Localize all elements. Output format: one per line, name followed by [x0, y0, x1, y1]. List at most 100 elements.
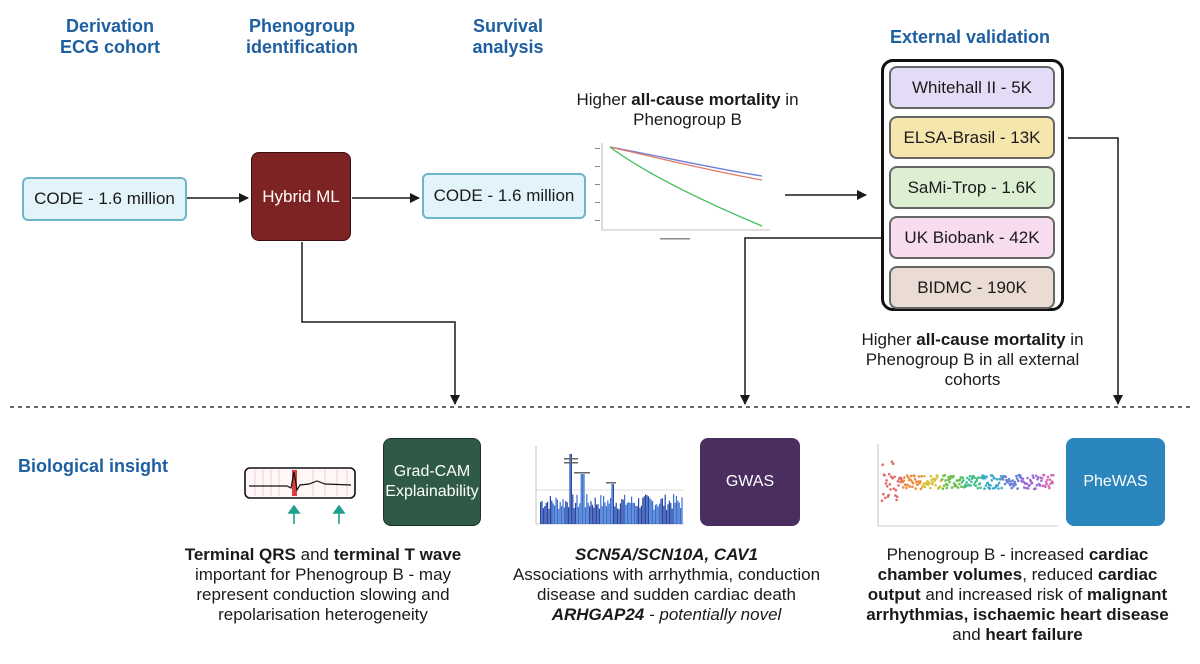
code-survival-box: CODE - 1.6 million — [422, 173, 586, 219]
phewas-dot — [997, 481, 1001, 485]
phewas-dot — [891, 462, 895, 466]
ecg-saliency-thumbnail — [244, 467, 356, 524]
manhattan-bar — [549, 495, 551, 524]
phewas-dot — [1007, 477, 1011, 481]
validation-caption-post: in Phenogroup B in all external cohorts — [865, 330, 1084, 389]
phewas-dot — [917, 475, 921, 478]
phewas-dot — [1017, 479, 1020, 482]
phewas-insight-t3: and increased risk of — [920, 585, 1087, 604]
phewas-dot — [923, 474, 926, 478]
phewas-insight-t1: Phenogroup B - increased — [886, 545, 1089, 564]
phewas-dot — [941, 487, 945, 490]
gwas-novel: ARHGAP24 - potentially novel — [498, 605, 835, 625]
phewas-dot — [913, 478, 917, 481]
manhattan-bar — [600, 495, 602, 524]
phewas-dot — [929, 486, 932, 490]
manhattan-bar — [555, 497, 557, 524]
phewas-dot — [978, 482, 982, 485]
manhattan-bar — [544, 506, 546, 524]
phewas-dot — [891, 477, 894, 480]
arrow-elsa-to-phewas — [1068, 137, 1123, 405]
phewas-dot — [883, 473, 886, 477]
km-axes — [601, 143, 770, 231]
manhattan-bar — [551, 500, 553, 524]
manhattan-bar — [657, 506, 659, 524]
manhattan-bar — [552, 503, 554, 524]
phewas-dot — [930, 478, 933, 482]
phewas-dot — [887, 493, 890, 497]
manhattan-bar — [681, 497, 683, 524]
manhattan-bar — [660, 499, 662, 524]
gwas-box: GWAS — [700, 438, 800, 526]
phewas-dot — [1040, 476, 1044, 480]
manhattan-bar — [568, 507, 570, 524]
validation-cohort-box: ELSA-Brasil - 13K — [889, 116, 1055, 159]
phewas-dot — [1050, 473, 1053, 477]
phewas-dot — [1009, 483, 1012, 487]
manhattan-bar — [667, 504, 669, 524]
manhattan-bar — [608, 503, 610, 524]
phewas-dot — [914, 487, 917, 490]
phewas-dot — [905, 486, 908, 490]
phewas-dot — [1019, 476, 1023, 480]
phewas-dot — [934, 477, 938, 480]
manhattan-bar — [635, 505, 637, 524]
manhattan-bar — [633, 502, 635, 524]
manhattan-bar — [540, 502, 542, 524]
manhattan-bar — [563, 507, 565, 524]
manhattan-bar — [605, 506, 607, 524]
phewas-dot — [901, 486, 905, 489]
manhattan-bar — [638, 498, 640, 524]
km-curve-blue — [609, 146, 763, 177]
phewas-dot — [928, 481, 931, 485]
phewas-dot — [1041, 484, 1045, 487]
manhattan-bar — [640, 505, 642, 524]
manhattan-bar — [650, 499, 652, 524]
phewas-dot — [903, 476, 906, 479]
manhattan-bar — [619, 503, 621, 524]
phewas-dot — [919, 487, 923, 491]
gwas-associations: Associations with arrhythmia, conduction… — [512, 565, 821, 604]
manhattan-bar — [624, 494, 626, 524]
phewas-dot — [911, 481, 915, 485]
manhattan-bar — [582, 474, 584, 524]
phewas-dot — [940, 478, 944, 481]
manhattan-bar — [674, 502, 676, 524]
phewas-insight: Phenogroup B - increased cardiac chamber… — [855, 545, 1180, 645]
phewas-dot — [968, 478, 971, 481]
validation-caption: Higher all-cause mortality in Phenogroup… — [855, 330, 1090, 390]
phewas-dot — [1028, 484, 1031, 487]
manhattan-bar — [545, 502, 547, 524]
phewas-dot — [995, 478, 999, 481]
phewas-dot — [1051, 481, 1054, 485]
phewas-dot — [1012, 485, 1015, 488]
code-cohort-box: CODE - 1.6 million — [22, 177, 187, 221]
phewas-dot — [966, 476, 969, 480]
phewas-dot — [895, 495, 899, 498]
manhattan-bar — [556, 499, 558, 524]
phewas-dot — [947, 475, 951, 479]
manhattan-bar — [642, 497, 644, 524]
phewas-dot — [973, 476, 976, 479]
phewas-dot — [960, 485, 963, 488]
phewas-dot — [976, 486, 980, 490]
phewas-dot — [1048, 478, 1052, 481]
manhattan-bar — [561, 506, 563, 524]
phewas-dot — [902, 479, 906, 482]
phewas-dot — [946, 483, 949, 487]
phewas-dot — [936, 475, 939, 478]
manhattan-bar — [562, 499, 564, 524]
phewas-dot — [952, 474, 955, 478]
manhattan-bar — [565, 501, 567, 524]
manhattan-bar — [628, 502, 630, 524]
ecg-trace — [249, 471, 352, 492]
validation-cohort-box: Whitehall II - 5K — [889, 66, 1055, 109]
arrow-ukbiobank-to-gwas — [740, 237, 882, 405]
phewas-dot — [1040, 479, 1043, 483]
phewas-dot — [882, 492, 885, 496]
gradcam-insight-t1: and — [295, 545, 334, 564]
phewas-insight-b4: heart failure — [985, 625, 1083, 644]
phewas-dot — [1034, 474, 1038, 478]
manhattan-bar — [580, 474, 582, 524]
manhattan-bar — [656, 504, 658, 524]
